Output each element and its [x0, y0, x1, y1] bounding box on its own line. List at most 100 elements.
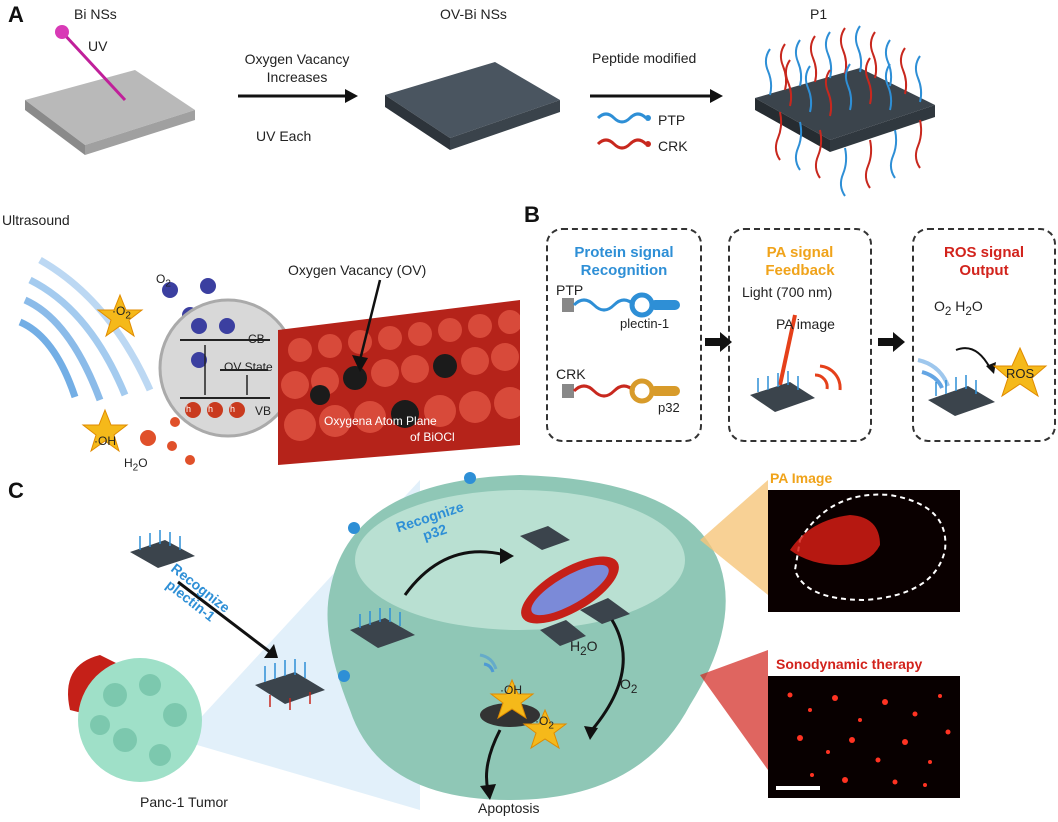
o2-radical-c: O	[539, 714, 549, 728]
box3-h2o-o: O	[971, 298, 983, 314]
o2-sub: 2	[165, 278, 171, 290]
box3-o2-sub: 2	[944, 304, 952, 318]
atom-plane-label-2: of BiOCl	[410, 430, 455, 444]
legend-ptp-line	[596, 112, 648, 124]
box3-title-2: Output	[959, 262, 1009, 279]
legend-crk-label: CRK	[658, 138, 688, 154]
protein-signal-box: Protein signal Recognition	[546, 228, 702, 442]
ov-bi-nss-label: OV-Bi NSs	[440, 6, 507, 22]
box1-title-2: Recognition	[580, 262, 668, 279]
cell-receptors-icon	[338, 472, 476, 682]
arrow-p32	[403, 550, 506, 596]
p32-receptor-icon	[629, 378, 655, 404]
bi-nss-sheet	[25, 70, 195, 155]
h-plus-spheres	[140, 417, 195, 465]
o2-c-sub: 2	[630, 682, 638, 696]
tumor-label: Panc-1 Tumor	[140, 794, 228, 810]
ultrasound-c-icon	[479, 653, 498, 673]
pa-image-panel	[768, 490, 960, 612]
h-plus-3: h	[230, 404, 236, 414]
light-beam	[778, 314, 797, 386]
water-label: H2O	[124, 456, 148, 473]
p1-label: P1	[810, 6, 828, 22]
ov-state-label: OV State	[224, 360, 273, 374]
light-label: Light (700 nm)	[742, 284, 833, 300]
o2-c-label: O2	[620, 676, 637, 696]
ros-label: ROS	[1006, 366, 1035, 381]
legend-ptp-label: PTP	[658, 112, 686, 128]
box3-o2-h2o-label: O2 H2O	[934, 298, 983, 318]
cell-body	[327, 475, 726, 800]
hydroxyl-star-icon	[81, 408, 129, 453]
ultrasound-label: Ultrasound	[2, 212, 70, 228]
atom-plane-label-1: Oxygena Atom Plane	[324, 414, 437, 428]
oxygen-vacancy-increases-label: Oxygen Vacancy Increases	[244, 51, 350, 85]
plectin-receptor-icon	[629, 292, 655, 318]
superoxide-star-c-icon	[522, 708, 568, 750]
ultrasound-small-icon	[917, 358, 950, 389]
arrow-b2	[878, 332, 905, 352]
legend-crk-line	[596, 138, 648, 150]
nanosheet-inside	[350, 608, 415, 648]
bi-nss-label: Bi NSs	[74, 6, 117, 22]
arrow-o2	[590, 619, 625, 731]
pa-signal-box: PA signal Feedback	[728, 228, 872, 442]
sdt-title: Sonodynamic therapy	[776, 656, 923, 672]
oh-c: OH	[504, 683, 522, 697]
ros-signal-box: ROS signal Output	[912, 228, 1056, 442]
box3-h: H	[955, 298, 966, 314]
pa-funnel	[700, 480, 768, 595]
box3-o2: O	[934, 298, 945, 314]
p1-nanosheet	[755, 25, 935, 197]
pa-image-title: PA Image	[770, 470, 833, 486]
hydroxyl-text: OH	[98, 434, 116, 448]
uv-source-icon	[55, 25, 69, 39]
water-o: O	[138, 456, 148, 470]
p32-label: p32	[658, 400, 680, 415]
vb-label: VB	[255, 404, 272, 418]
peptide-modified-label: Peptide modified	[592, 50, 697, 66]
o2-c: O	[620, 676, 631, 692]
o2-label: O2	[156, 272, 171, 289]
ov-pointer-label: Oxygen Vacancy (OV)	[288, 262, 427, 278]
pa-image-label: PA image	[776, 316, 835, 332]
h2o-c-h: H	[570, 638, 581, 654]
panel-c-graphics	[68, 472, 960, 810]
sdt-funnel	[700, 650, 768, 770]
panel-c-letter: C	[8, 478, 24, 503]
superoxide-text: O	[116, 304, 126, 318]
nanosheets-on-mito	[520, 526, 630, 646]
ov-bi-nss-sheet	[385, 62, 560, 150]
box1-title-1: Protein signal	[574, 244, 674, 261]
uv-beam	[60, 30, 127, 102]
water-h: H	[124, 456, 133, 470]
superoxide-label: ·O2	[112, 304, 131, 322]
ptp-label: PTP	[556, 282, 584, 298]
atom-plane	[278, 300, 520, 465]
o2-radical-c-label: ·O2	[535, 714, 554, 732]
ros-star-icon	[992, 346, 1048, 398]
h2o-c-sub: 2	[580, 644, 587, 658]
h-plus-1: h	[186, 404, 192, 414]
water-sub: 2	[132, 462, 139, 474]
h2o-c-label: H2O	[570, 638, 598, 658]
tumor-icon	[68, 655, 202, 782]
mitochondrion-icon	[521, 556, 619, 624]
hydroxyl-label: ·OH	[94, 434, 116, 448]
o2-text: O	[156, 272, 166, 286]
mechanism-graphics	[18, 256, 520, 465]
panel-a-graphics	[25, 25, 935, 197]
box2-title-2: Feedback	[765, 262, 835, 279]
crk-label: CRK	[556, 366, 586, 382]
hydroxyl-star-c-icon	[489, 678, 535, 720]
panel-b-graphics	[562, 292, 1048, 416]
panel-a-letter: A	[8, 2, 24, 27]
h-plus-2: h	[208, 404, 214, 414]
superoxide-star-icon	[96, 293, 144, 338]
panel-b-letter: B	[524, 202, 540, 227]
box3-h2o-sub: 2	[965, 304, 972, 318]
oh-c-label: ·OH	[500, 683, 522, 697]
pa-signal-icon	[814, 364, 842, 391]
uv-each-label: UV Each	[256, 128, 312, 144]
damaged-mitochondrion	[480, 703, 540, 727]
